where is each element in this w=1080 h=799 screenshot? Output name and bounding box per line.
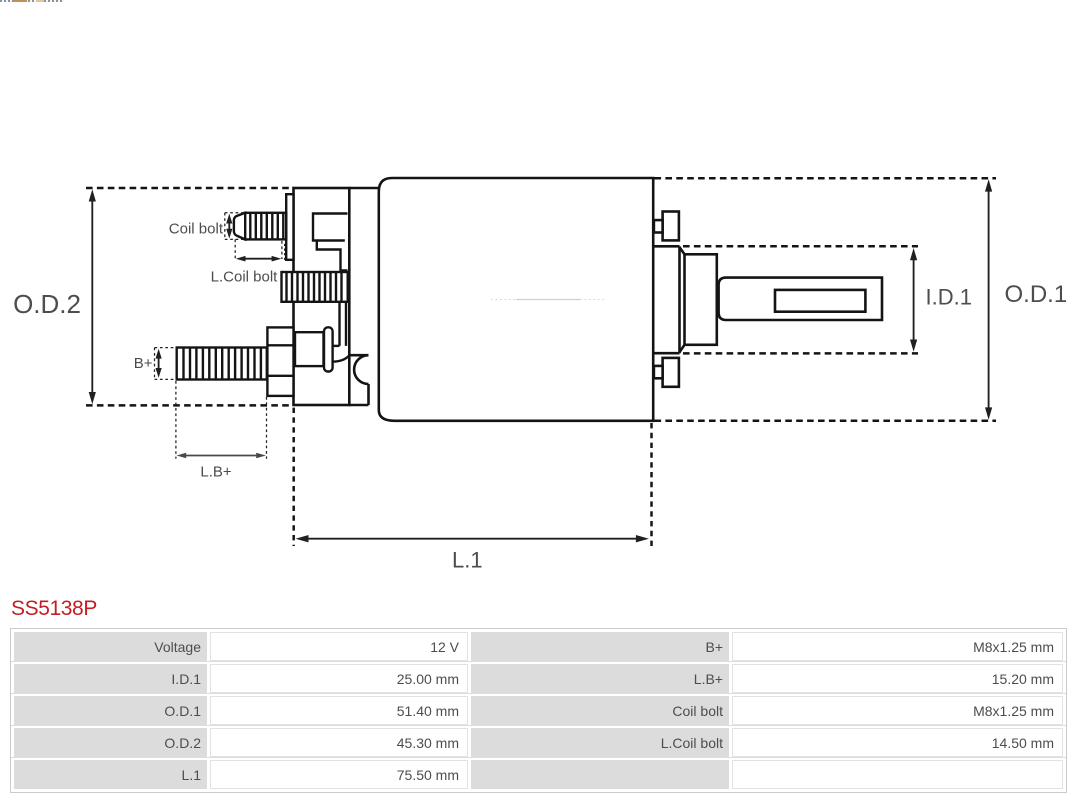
svg-text:O.D.1: O.D.1 bbox=[1005, 281, 1068, 308]
svg-text:Coil bolt: Coil bolt bbox=[169, 221, 224, 238]
svg-text:L.B+: L.B+ bbox=[200, 464, 232, 481]
svg-text:O.D.2: O.D.2 bbox=[13, 289, 81, 319]
svg-text:L.1: L.1 bbox=[452, 548, 483, 573]
svg-text:B+: B+ bbox=[134, 355, 153, 372]
svg-text:I.D.1: I.D.1 bbox=[926, 285, 972, 310]
svg-text:L.Coil bolt: L.Coil bolt bbox=[211, 269, 279, 286]
